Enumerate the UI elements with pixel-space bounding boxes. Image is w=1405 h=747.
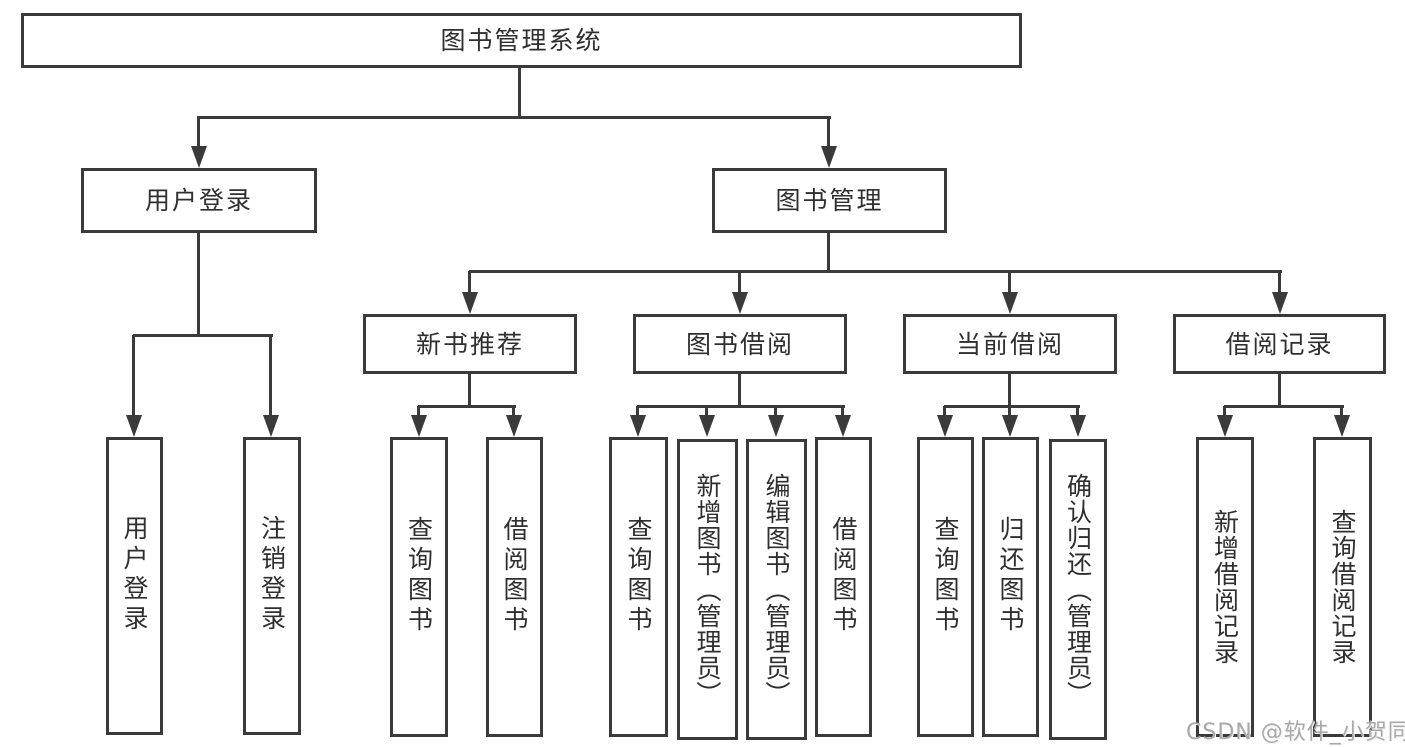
watermark: CSDN @软件_小贺同学 bbox=[1186, 720, 1405, 745]
arrowhead-icon bbox=[699, 415, 715, 437]
connector-line bbox=[827, 232, 830, 273]
connector-line bbox=[197, 116, 831, 119]
node-book-management: 图书管理 bbox=[712, 168, 947, 233]
connector-line bbox=[944, 405, 1080, 408]
node-user-login: 用户登录 bbox=[81, 168, 317, 233]
node-label: 新增图书（管理员） bbox=[693, 472, 722, 707]
leaf-query-books-3: 查询图书 bbox=[917, 437, 974, 737]
node-label: 编辑图书（管理员） bbox=[762, 472, 791, 707]
arrowhead-icon bbox=[937, 415, 953, 437]
node-label: 图书管理 bbox=[775, 186, 884, 215]
arrowhead-icon bbox=[768, 415, 784, 437]
arrowhead-icon bbox=[1070, 415, 1086, 437]
connector-line bbox=[468, 271, 471, 294]
connector-line bbox=[468, 374, 471, 408]
leaf-confirm-return-admin: 确认归还（管理员） bbox=[1049, 439, 1107, 740]
arrowhead-icon bbox=[821, 146, 837, 168]
node-label: 图书借阅 bbox=[685, 329, 794, 359]
node-label: 查询图书 bbox=[404, 516, 434, 636]
node-label: 借阅记录 bbox=[1225, 329, 1334, 359]
connector-line bbox=[1340, 406, 1343, 417]
connector-line bbox=[133, 334, 273, 337]
connector-line bbox=[197, 233, 200, 337]
arrowhead-icon bbox=[462, 292, 478, 314]
arrowhead-icon bbox=[835, 415, 851, 437]
connector-line bbox=[512, 406, 515, 417]
connector-line bbox=[269, 335, 272, 417]
node-label: 查询图书 bbox=[624, 516, 653, 636]
connector-line bbox=[636, 406, 639, 417]
arrowhead-icon bbox=[1002, 292, 1018, 314]
node-label: 注销登录 bbox=[257, 515, 287, 635]
connector-line bbox=[1224, 405, 1344, 408]
node-label: 借阅图书 bbox=[500, 516, 529, 636]
connector-line bbox=[1278, 374, 1281, 408]
leaf-borrow-books-2: 借阅图书 bbox=[815, 437, 872, 737]
connector-line bbox=[197, 117, 200, 149]
connector-line bbox=[1008, 271, 1011, 294]
leaf-add-book-admin: 新增图书（管理员） bbox=[677, 439, 738, 740]
node-book-borrow: 图书借阅 bbox=[633, 314, 847, 374]
arrowhead-icon bbox=[1334, 415, 1350, 437]
arrowhead-icon bbox=[732, 292, 748, 314]
connector-line bbox=[943, 406, 946, 417]
arrowhead-icon bbox=[191, 146, 207, 168]
leaf-query-books-2: 查询图书 bbox=[609, 437, 668, 737]
node-label: 查询借阅记录 bbox=[1328, 509, 1357, 665]
arrowhead-icon bbox=[1272, 292, 1288, 314]
leaf-query-borrow-record: 查询借阅记录 bbox=[1313, 437, 1372, 737]
connector-line bbox=[469, 270, 1282, 273]
connector-line bbox=[827, 117, 830, 149]
connector-line bbox=[417, 406, 420, 417]
arrowhead-icon bbox=[1217, 415, 1233, 437]
connector-line bbox=[637, 405, 845, 408]
connector-line bbox=[1076, 406, 1079, 417]
arrowhead-icon bbox=[630, 415, 646, 437]
arrowhead-icon bbox=[126, 415, 142, 437]
arrowhead-icon bbox=[411, 415, 427, 437]
node-label: 查询图书 bbox=[931, 516, 960, 636]
leaf-add-borrow-record: 新增借阅记录 bbox=[1196, 437, 1254, 737]
connector-line bbox=[774, 406, 777, 417]
node-label: 归还图书 bbox=[996, 516, 1025, 636]
connector-line bbox=[1278, 271, 1281, 294]
node-new-book-recommend: 新书推荐 bbox=[363, 314, 577, 374]
connector-line bbox=[705, 406, 708, 417]
connector-line bbox=[738, 271, 741, 294]
node-label: 当前借阅 bbox=[955, 329, 1064, 359]
node-label: 用户登录 bbox=[144, 186, 253, 215]
node-borrow-records: 借阅记录 bbox=[1173, 314, 1386, 374]
arrowhead-icon bbox=[1002, 415, 1018, 437]
connector-line bbox=[1008, 374, 1011, 408]
node-label: 图书管理系统 bbox=[440, 26, 603, 55]
leaf-query-books-1: 查询图书 bbox=[390, 437, 448, 737]
connector-line bbox=[1008, 406, 1011, 417]
leaf-return-books: 归还图书 bbox=[982, 437, 1039, 737]
node-label: 新书推荐 bbox=[415, 329, 524, 359]
arrowhead-icon bbox=[263, 415, 279, 437]
connector-line bbox=[518, 68, 521, 118]
leaf-edit-book-admin: 编辑图书（管理员） bbox=[746, 439, 807, 740]
node-label: 用户登录 bbox=[120, 515, 149, 635]
connector-line bbox=[841, 406, 844, 417]
node-label: 确认归还（管理员） bbox=[1063, 472, 1093, 707]
leaf-borrow-books-1: 借阅图书 bbox=[486, 437, 543, 737]
leaf-logout: 注销登录 bbox=[243, 437, 301, 735]
node-label: 新增借阅记录 bbox=[1210, 509, 1240, 665]
connector-line bbox=[132, 335, 135, 417]
leaf-user-login: 用户登录 bbox=[106, 437, 163, 735]
connector-line bbox=[1223, 406, 1226, 417]
node-label: 借阅图书 bbox=[829, 516, 858, 636]
connector-line bbox=[738, 374, 741, 408]
node-current-borrow: 当前借阅 bbox=[903, 314, 1117, 374]
connector-line bbox=[418, 405, 516, 408]
node-library-system: 图书管理系统 bbox=[21, 13, 1022, 68]
arrowhead-icon bbox=[506, 415, 522, 437]
